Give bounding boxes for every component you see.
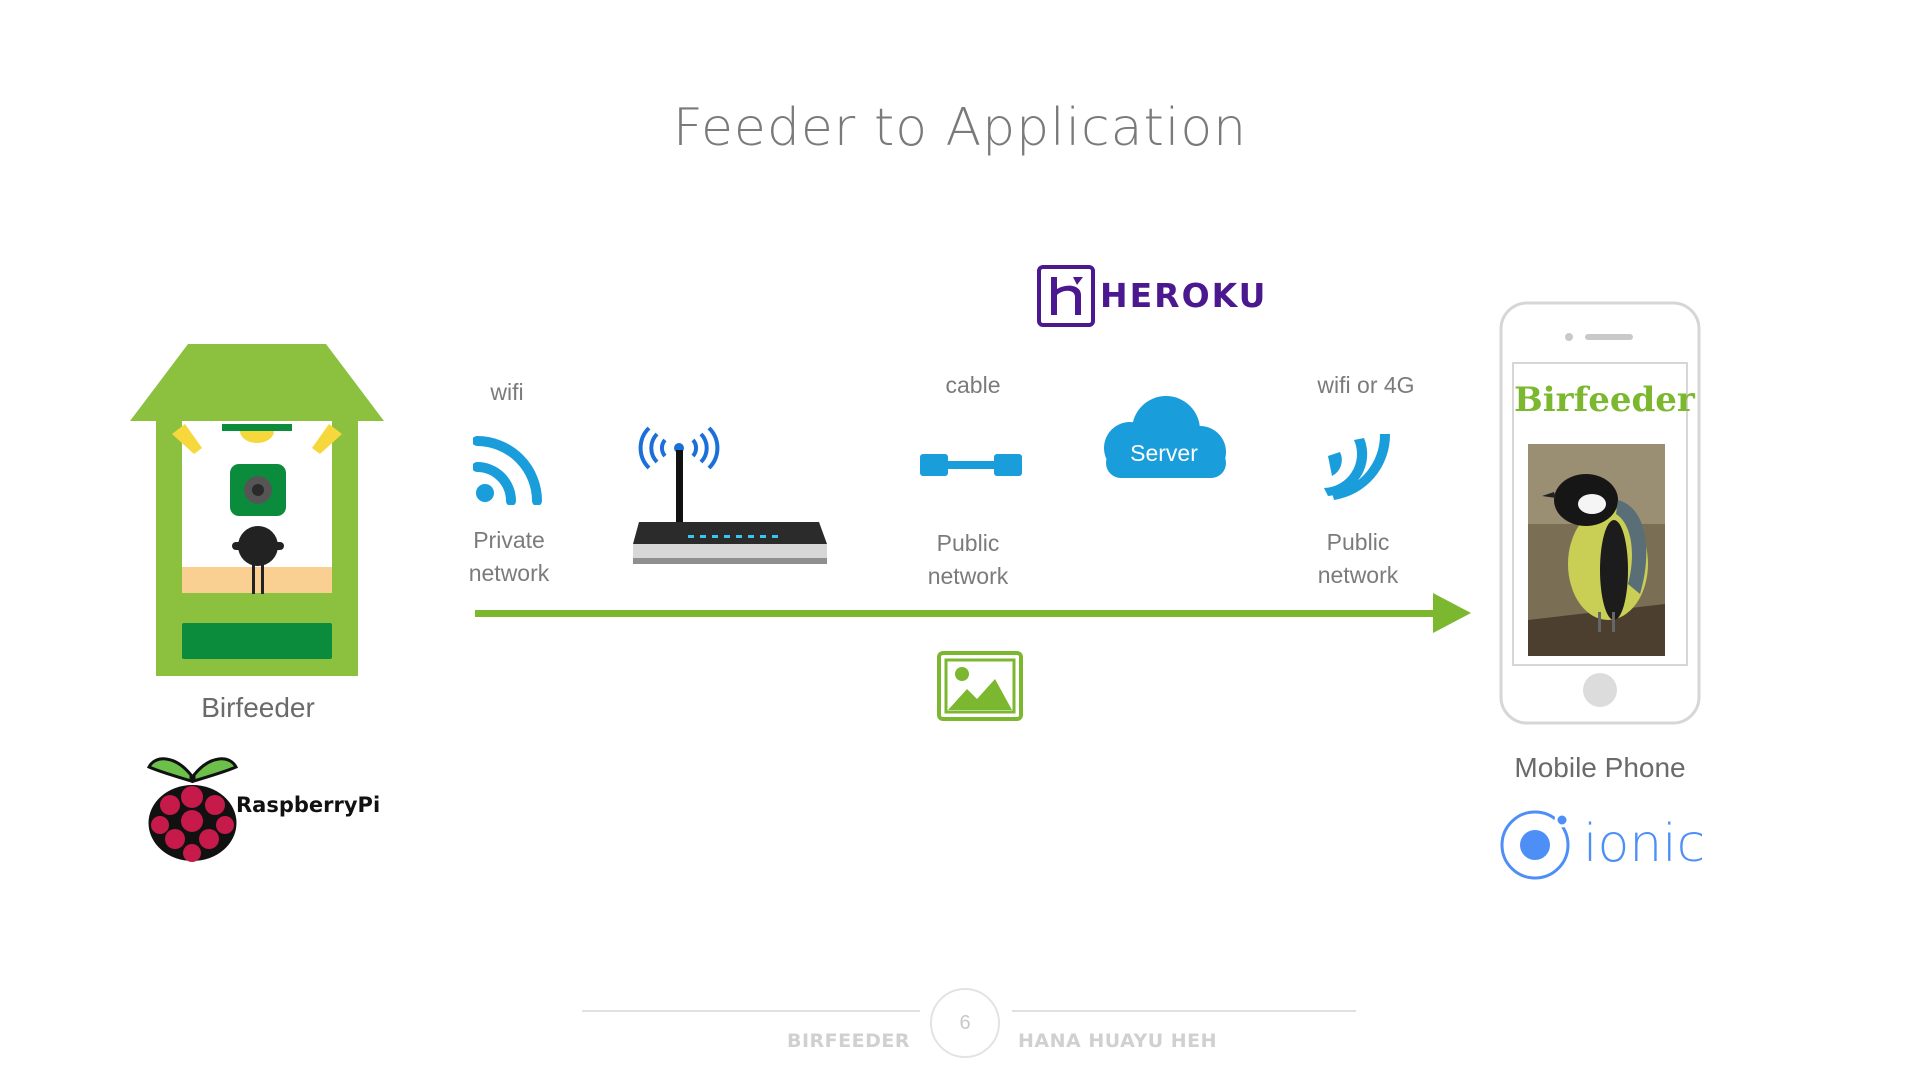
signal-icon <box>1324 434 1391 500</box>
wifi-bottom-label-2: network <box>468 560 550 586</box>
server-label: Server <box>1130 440 1198 466</box>
page-number: 6 <box>930 988 1000 1058</box>
cable-icon <box>920 454 1022 476</box>
slide-title: Feeder to Application <box>672 98 1248 158</box>
wifi-bottom-label-1: Private <box>473 527 545 553</box>
mobile-bottom-label-2: network <box>1317 562 1399 588</box>
cable-top-label: cable <box>945 372 1001 398</box>
footer-rule-left <box>582 1010 920 1012</box>
heroku-logo-icon <box>1037 265 1095 327</box>
flow-arrow <box>475 593 1471 633</box>
phone-label: Mobile Phone <box>1514 752 1686 783</box>
wifi-top-label: wifi <box>490 379 524 405</box>
app-brand-logo: Birfeeder <box>1514 380 1695 420</box>
footer-left-text: BIRFEEDER <box>787 1030 910 1052</box>
cloud-server-icon <box>1104 396 1226 478</box>
router-icon <box>633 426 827 564</box>
footer-rule-right <box>1012 1010 1356 1012</box>
bird-photo <box>1528 444 1665 656</box>
ionic-wordmark: ionic <box>1583 814 1706 874</box>
wifi-icon <box>473 436 542 505</box>
heroku-wordmark: HEROKU <box>1100 276 1268 315</box>
raspberry-pi-icon <box>146 757 239 862</box>
mobile-top-label: wifi or 4G <box>1317 372 1415 398</box>
footer-right-text: HANA HUAYU HEH <box>1018 1030 1218 1052</box>
image-icon <box>937 651 1023 721</box>
mobile-bottom-label-1: Public <box>1326 529 1390 555</box>
ionic-logo-icon <box>1500 810 1570 880</box>
cable-bottom-label-2: network <box>927 563 1009 589</box>
raspberry-pi-label: RaspberryPi <box>236 793 381 817</box>
bird-feeder-icon <box>130 344 384 676</box>
feeder-label: Birfeeder <box>201 692 315 723</box>
cable-bottom-label-1: Public <box>936 530 1000 556</box>
